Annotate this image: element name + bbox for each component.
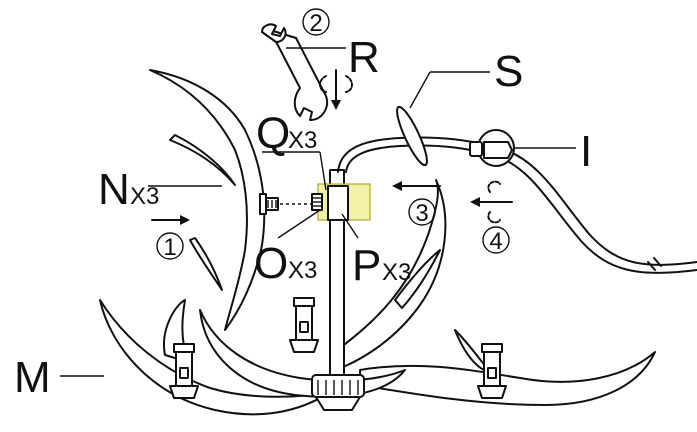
- cable-ring-S: [396, 105, 428, 167]
- screw-N: [259, 193, 312, 215]
- label-P-qty: X3: [382, 259, 411, 286]
- power-cable: [337, 136, 697, 274]
- central-column: [311, 169, 365, 411]
- arrow-step-1: [151, 215, 190, 225]
- label-P: P: [352, 241, 381, 290]
- label-I: I: [580, 127, 592, 176]
- strain-relief-I: [469, 129, 515, 167]
- candle-holder-center: [289, 297, 319, 353]
- antler-center: [199, 309, 406, 398]
- label-Q: Q: [256, 109, 290, 158]
- wrench-icon: [261, 23, 328, 121]
- label-S: S: [494, 47, 523, 96]
- step-2-number: 2: [309, 10, 322, 37]
- step-3-badge: 3: [408, 198, 436, 227]
- antler-upper: [149, 69, 266, 331]
- step-2-badge: 2: [302, 8, 330, 37]
- label-O-qty: X3: [288, 257, 317, 284]
- arrow-step-2: [319, 69, 353, 110]
- label-R: R: [348, 33, 380, 82]
- label-M: M: [14, 353, 51, 402]
- mounting-bracket: [311, 185, 349, 221]
- candle-holder-right: [477, 343, 507, 399]
- antler-right-lower: [359, 351, 656, 406]
- step-1-number: 1: [163, 234, 176, 261]
- step-4-badge: 4: [482, 226, 510, 255]
- arrow-step-4: [470, 180, 513, 224]
- label-Q-qty: X3: [288, 127, 317, 154]
- step-3-number: 3: [415, 200, 428, 227]
- leader-lines: [60, 47, 576, 377]
- arrow-step-3: [392, 181, 441, 191]
- label-N: N: [98, 165, 130, 214]
- candle-holder-left: [169, 343, 199, 399]
- step-4-number: 4: [489, 228, 502, 255]
- label-O: O: [254, 239, 288, 288]
- step-1-badge: 1: [156, 232, 184, 261]
- label-N-qty: X3: [130, 183, 159, 210]
